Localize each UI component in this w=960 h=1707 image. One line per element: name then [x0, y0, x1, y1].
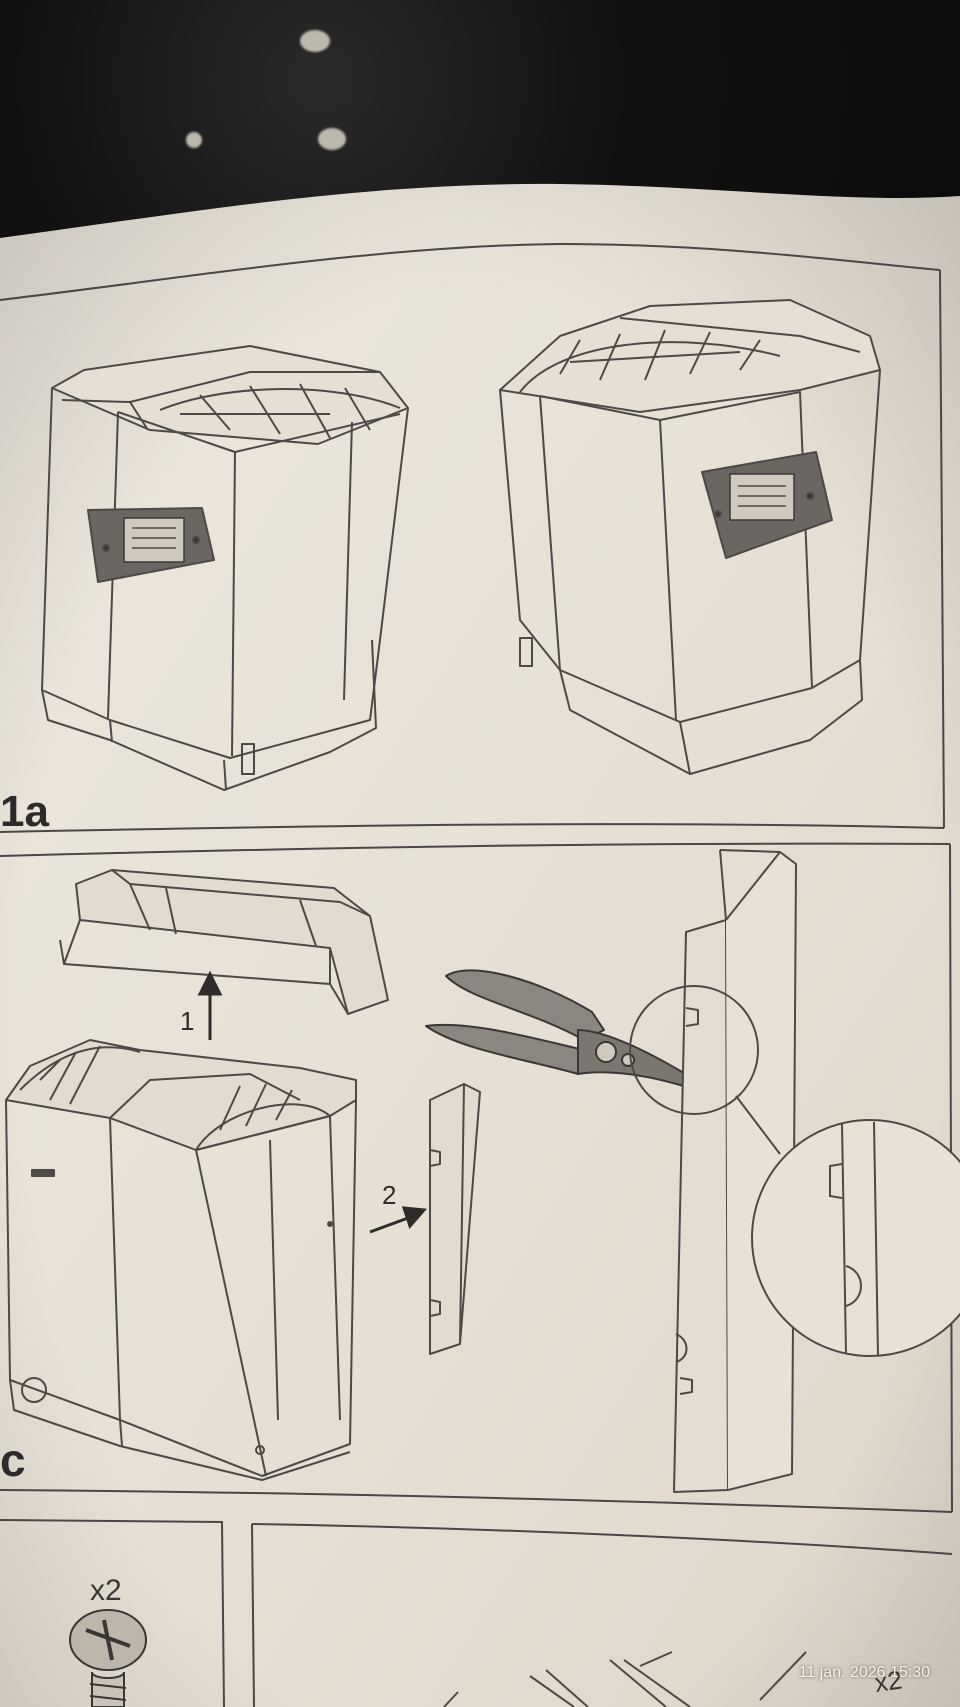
step-2-label: 2 — [382, 1180, 396, 1210]
sauna-heater-left-illustration — [41, 345, 409, 791]
detail-magnifier — [629, 985, 960, 1357]
quantity-left-label: x2 — [90, 1574, 122, 1607]
panel-c-label: c — [0, 1434, 26, 1486]
removed-stone-tray-illustration — [59, 869, 389, 1015]
step-1-up-arrow — [197, 970, 223, 1040]
bottom-panel-frames — [0, 1519, 953, 1707]
step-1-label: 1 — [180, 1006, 194, 1036]
light-reflection — [318, 128, 346, 150]
step-2-arrow — [369, 1206, 428, 1234]
screw-illustration — [69, 1609, 147, 1707]
light-reflection — [300, 30, 330, 52]
removed-side-panel-illustration — [429, 1083, 481, 1355]
light-reflection — [186, 132, 202, 148]
sauna-heater-right-illustration — [499, 299, 881, 775]
sauna-heater-open-illustration — [5, 1039, 357, 1481]
panel-1a-label: 1a — [0, 787, 49, 836]
side-panel-illustration — [673, 849, 797, 1493]
photo-timestamp: 11 jan. 2026 15:30 — [798, 1664, 930, 1681]
quantity-right-label: x2 — [873, 1664, 904, 1698]
partial-bottom-illustration — [443, 1651, 807, 1707]
panel-1a-frame — [0, 242, 945, 833]
